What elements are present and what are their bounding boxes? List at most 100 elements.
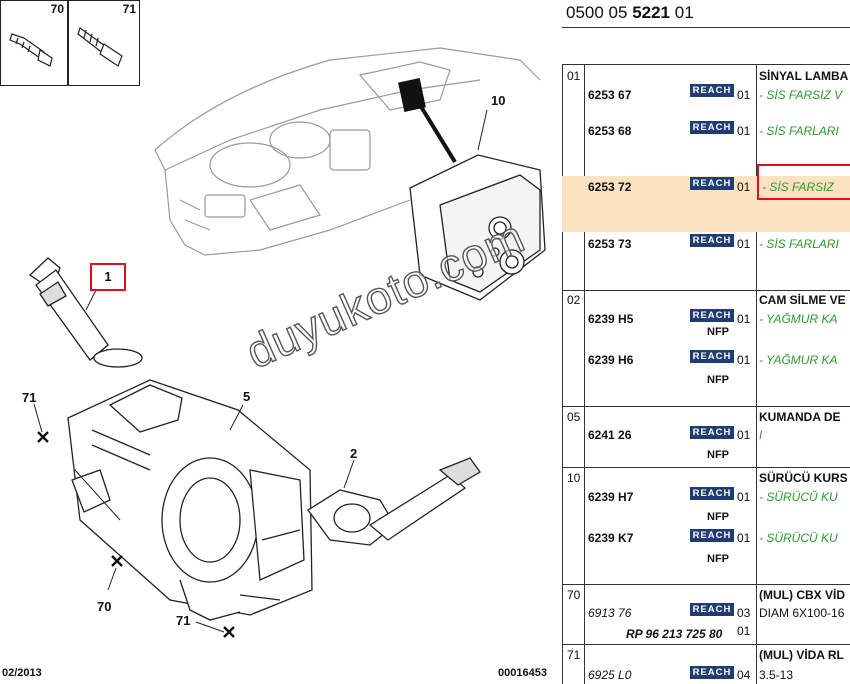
callout-71-left-label: 71: [22, 390, 37, 405]
reach-badge: REACH: [690, 426, 734, 439]
group-rule: [562, 584, 850, 585]
part-ref[interactable]: 6239 K7: [588, 531, 634, 545]
reference-number: 0500 05 5221 01: [566, 3, 694, 23]
quantity: 01: [737, 531, 751, 545]
col-rule-2: [756, 64, 757, 684]
part-1-lighting-stalk: [28, 257, 143, 368]
part-ref[interactable]: 6239 H7: [588, 490, 634, 504]
quantity: 01: [737, 428, 751, 442]
screw-70-box: 70: [0, 0, 68, 86]
part-ref[interactable]: 6239 H6: [588, 353, 634, 367]
reach-badge: REACH: [690, 666, 734, 679]
dashboard-outline: [154, 47, 541, 256]
screw-70-number: 70: [50, 2, 64, 16]
group-number: 05: [567, 410, 581, 424]
group-rule: [562, 467, 850, 468]
nfp-label: NFP: [707, 449, 729, 461]
line-description: I: [759, 428, 763, 442]
reference-bold: 5221: [632, 3, 671, 22]
part-ref[interactable]: 6239 H5: [588, 312, 634, 326]
part-10-light-switch: [409, 154, 546, 301]
quantity: 04: [737, 668, 751, 682]
line-description: - SİS FARLARI: [759, 237, 839, 251]
callout-10-label: 10: [491, 93, 506, 108]
line-description: - SİS FARSIZ V: [759, 88, 843, 102]
part-5-switch-body: [67, 379, 313, 621]
group-rule: [562, 290, 850, 291]
part-ref[interactable]: 6913 76: [588, 606, 632, 620]
col-rule-0: [562, 64, 563, 684]
header-rule-2: [562, 64, 850, 65]
group-heading: CAM SİLME VE: [759, 293, 846, 307]
callout-2-label: 2: [350, 446, 358, 461]
reach-badge: REACH: [690, 487, 734, 500]
group-heading: (MUL) VİDA RL: [759, 648, 844, 662]
line-description: - YAĞMUR KA: [759, 312, 838, 326]
callout-1-label: 1: [104, 269, 112, 284]
reach-badge: REACH: [690, 177, 734, 190]
reach-badge: REACH: [690, 121, 734, 134]
quantity: 01: [737, 490, 751, 504]
exploded-parts-drawing: 70 71: [0, 0, 547, 679]
footer-date: 02/2013: [2, 667, 42, 679]
group-heading: SÜRÜCÜ KURS: [759, 471, 848, 485]
part-ref[interactable]: 6241 26: [588, 428, 632, 442]
line-description: DIAM 6X100-16: [759, 606, 845, 620]
parts-table: 0500 05 5221 01 01 SİNYAL LAMBA 6253 67 …: [562, 0, 850, 684]
quantity: 01: [737, 353, 751, 367]
callout-71-bottom-label: 71: [176, 613, 191, 628]
part-2-wiper-stalk: [307, 457, 481, 546]
tapping-screw-71-icon: [77, 27, 123, 67]
callout-70-label: 70: [97, 599, 112, 614]
group-number: 70: [567, 588, 581, 602]
part-ref[interactable]: 6925 L0: [588, 668, 632, 682]
part-ref[interactable]: 6253 67: [588, 88, 632, 102]
screw-71-number: 71: [122, 2, 136, 16]
quantity: 01: [737, 124, 751, 138]
part-ref[interactable]: 6253 73: [588, 237, 632, 251]
group-rule: [562, 406, 850, 407]
nfp-label: NFP: [707, 511, 729, 523]
group-number: 01: [567, 69, 581, 83]
group-heading: KUMANDA DE: [759, 410, 841, 424]
footer-code: 00016453: [498, 667, 547, 679]
part-ref[interactable]: 6253 68: [588, 124, 632, 138]
group-number: 71: [567, 648, 581, 662]
quantity: 01: [737, 312, 751, 326]
group-heading: SİNYAL LAMBA: [759, 69, 849, 83]
part-ref-highlighted[interactable]: 6253 72: [588, 180, 632, 194]
reference-prefix: 0500 05: [566, 3, 628, 22]
group-rule: [562, 644, 850, 645]
reach-badge: REACH: [690, 309, 734, 322]
col-rule-1: [584, 64, 585, 684]
quantity: 03: [737, 606, 751, 620]
callout-5-label: 5: [243, 389, 251, 404]
reach-badge: REACH: [690, 350, 734, 363]
reach-badge: REACH: [690, 84, 734, 97]
quantity: 01: [737, 88, 751, 102]
quantity: 01: [737, 624, 751, 638]
quantity: 01: [737, 237, 751, 251]
nfp-label: NFP: [707, 374, 729, 386]
callout-1-box: 1: [90, 263, 126, 291]
line-description: - YAĞMUR KA: [759, 353, 838, 367]
selection-red-box: [757, 164, 850, 200]
header-rule-1: [562, 27, 850, 28]
screw-71-box: 71: [68, 0, 140, 86]
screw-position-marks: [37, 431, 235, 638]
quantity: 01: [737, 180, 751, 194]
line-description: 3.5-13: [759, 668, 794, 682]
line-description: - SİS FARLARI: [759, 124, 839, 138]
reach-badge: REACH: [690, 234, 734, 247]
group-number: 10: [567, 471, 581, 485]
reach-badge: REACH: [690, 529, 734, 542]
nfp-label: NFP: [707, 553, 729, 565]
line-description: - SÜRÜCÜ KU: [759, 531, 838, 545]
line-description: - SÜRÜCÜ KU: [759, 490, 838, 504]
group-number: 02: [567, 293, 581, 307]
reference-suffix: 01: [674, 3, 694, 22]
rp-reference: RP 96 213 725 80: [626, 627, 723, 641]
group-heading: (MUL) CBX VİD: [759, 588, 845, 602]
nfp-label: NFP: [707, 326, 729, 338]
line-description: - SİS FARSIZ: [762, 180, 834, 194]
